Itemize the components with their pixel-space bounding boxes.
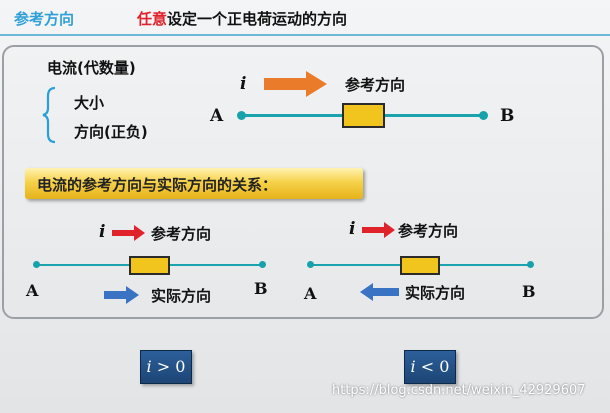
case1-circuit-element xyxy=(129,256,170,275)
page-subtitle: 任意设定一个正电荷运动的方向 xyxy=(137,8,347,29)
case1-terminal-a-label: A xyxy=(26,281,39,300)
case1-terminal-b-label: B xyxy=(254,279,268,298)
subtitle-text: 设定一个正电荷运动的方向 xyxy=(167,10,348,28)
condition-negative-box: i < 0 xyxy=(404,350,456,384)
case1-current-symbol: i xyxy=(99,222,106,242)
case1-actual-label: 实际方向 xyxy=(151,287,212,305)
case1-reference-label: 参考方向 xyxy=(151,225,212,243)
terminal-b-dot xyxy=(479,111,488,120)
case2-circuit-element xyxy=(400,256,440,275)
brace-icon xyxy=(42,86,56,144)
case1-terminal-a-dot xyxy=(33,261,40,268)
case2-terminal-a-dot xyxy=(307,261,314,268)
case1-terminal-b-dot xyxy=(259,261,266,268)
relation-banner: 电流的参考方向与实际方向的关系： xyxy=(25,168,363,199)
condition-positive-var: i xyxy=(146,357,152,376)
case1-actual-arrow-icon xyxy=(104,286,139,304)
case2-terminal-b-label: B xyxy=(522,282,536,301)
case2-terminal-a-label: A xyxy=(304,284,317,303)
case2-terminal-b-dot xyxy=(527,261,534,268)
case1-reference-arrow-icon xyxy=(112,225,145,241)
case2-actual-label: 实际方向 xyxy=(405,284,466,302)
terminal-a-dot xyxy=(237,111,246,120)
condition-positive-rest: > 0 xyxy=(151,357,186,376)
case2-reference-arrow-icon xyxy=(362,222,395,238)
subtitle-emphasis: 任意 xyxy=(137,10,168,28)
terminal-a-label: A xyxy=(210,106,224,126)
case2-reference-label: 参考方向 xyxy=(398,222,459,240)
header-divider xyxy=(0,34,610,36)
case2-actual-arrow-icon xyxy=(360,283,399,301)
definition-item-direction: 方向(正负) xyxy=(74,123,148,141)
relation-banner-text: 电流的参考方向与实际方向的关系： xyxy=(37,176,278,194)
definition-heading: 电流(代数量) xyxy=(47,59,136,77)
current-symbol: i xyxy=(240,74,247,94)
watermark: https://blog.csdn.net/weixin_42929607 xyxy=(332,383,586,398)
terminal-b-label: B xyxy=(500,106,515,126)
circuit-element xyxy=(342,103,385,128)
condition-positive-box: i > 0 xyxy=(140,350,192,384)
condition-negative-var: i xyxy=(410,357,416,376)
reference-arrow-icon xyxy=(264,71,327,97)
reference-direction-label: 参考方向 xyxy=(345,76,406,94)
condition-negative-rest: < 0 xyxy=(415,357,450,376)
case2-current-symbol: i xyxy=(349,219,356,239)
definition-item-magnitude: 大小 xyxy=(74,94,105,112)
page-title: 参考方向 xyxy=(14,10,75,28)
